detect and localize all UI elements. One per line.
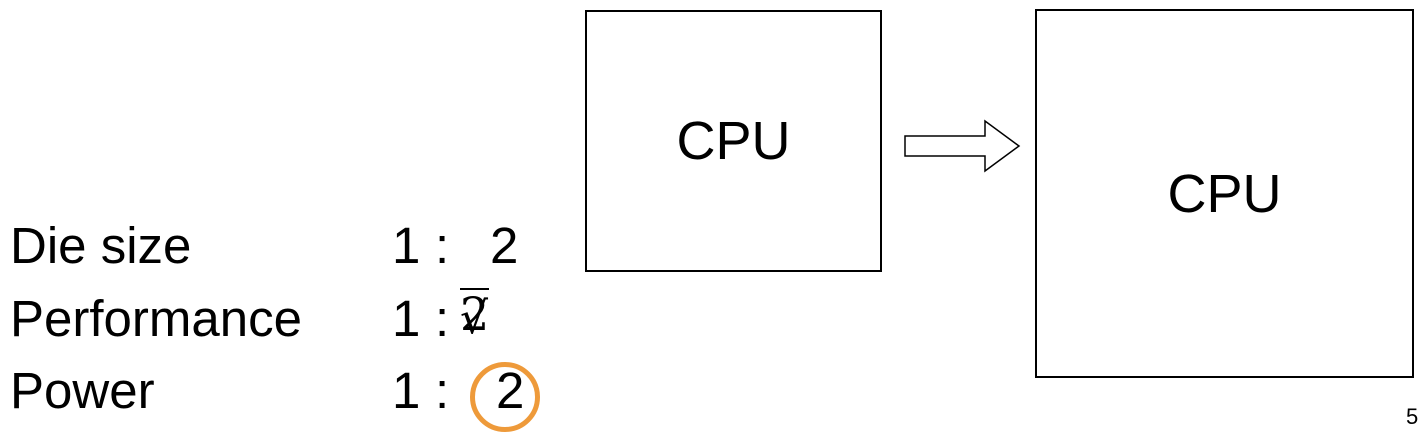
highlight-circle-icon [470,362,540,432]
ratio-left-value: 1 [392,217,421,274]
ratio-separator: : [435,362,450,419]
ratio-separator: : [435,217,450,274]
right-arrow-icon [904,119,1021,173]
sqrt-sign-icon: √ [460,293,489,344]
ratio-left-value: 1 [392,362,421,419]
ratio-label: Die size [10,217,192,274]
ratio-separator: : [435,290,450,347]
cpu-after-label: CPU [1167,163,1282,224]
ratio-label: Performance [10,290,302,347]
ratio-row-performance: Performance 1 : √2 [10,288,610,350]
ratio-label: Power [10,362,155,419]
ratio-row-die-size: Die size 1 : 2 [10,215,610,277]
sqrt-radicand: 2 [460,287,490,341]
cpu-after-box: CPU [1035,9,1414,378]
ratio-left-value: 1 [392,290,421,347]
cpu-before-label: CPU [676,111,791,171]
page-number: 5 [1406,404,1418,429]
ratio-right-value: 2 [490,217,519,274]
cpu-before-box: CPU [585,10,882,272]
